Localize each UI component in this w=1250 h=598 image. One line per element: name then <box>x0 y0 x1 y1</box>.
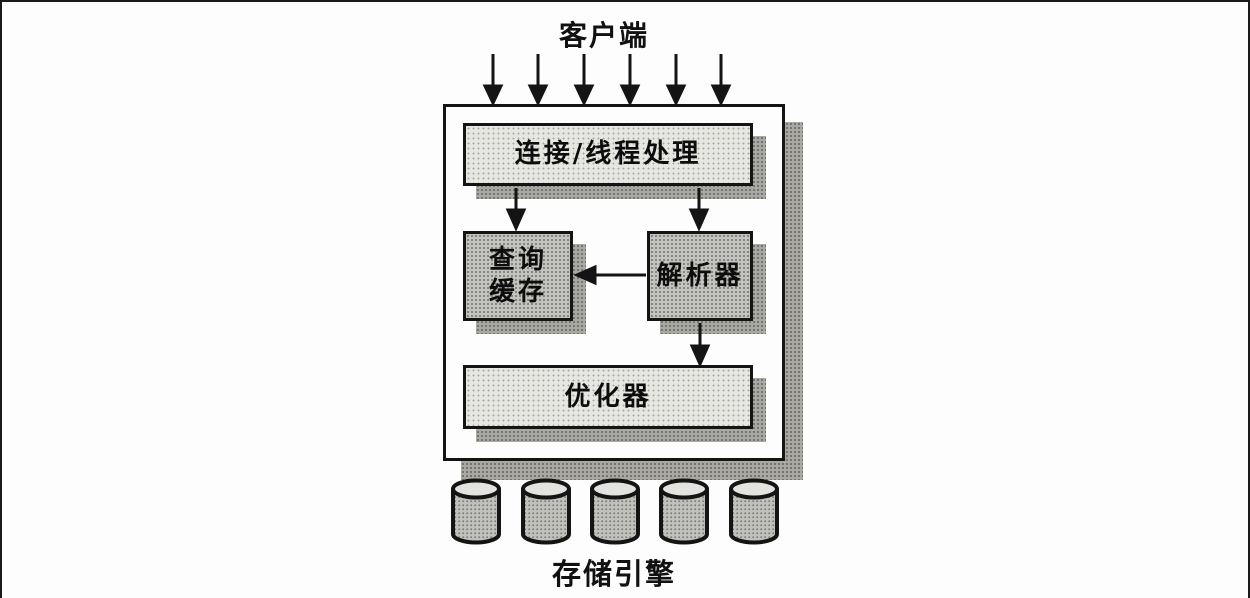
client-label: 客户端 <box>558 19 649 52</box>
storage-cylinder-icon <box>729 478 779 545</box>
connection-thread-box: 连接/线程处理 <box>463 123 753 186</box>
parser-label: 解析器 <box>656 260 744 291</box>
connection-thread-label: 连接/线程处理 <box>514 139 702 170</box>
storage-cylinder-icon <box>659 478 709 545</box>
storage-cylinder-icon <box>590 478 640 545</box>
query-cache-label-line2: 缓存 <box>488 277 547 307</box>
query-cache-label-line1: 查询 <box>488 244 547 275</box>
storage-engine-label: 存储引擎 <box>551 557 676 591</box>
optimizer-label: 优化器 <box>564 381 652 412</box>
storage-cylinder-icon <box>521 478 571 545</box>
client-arrow-icon <box>482 54 732 107</box>
parser-box: 解析器 <box>647 231 753 321</box>
storage-cylinder-icon <box>451 478 501 545</box>
optimizer-box: 优化器 <box>463 365 753 429</box>
query-cache-box: 查询 缓存 <box>463 231 573 321</box>
